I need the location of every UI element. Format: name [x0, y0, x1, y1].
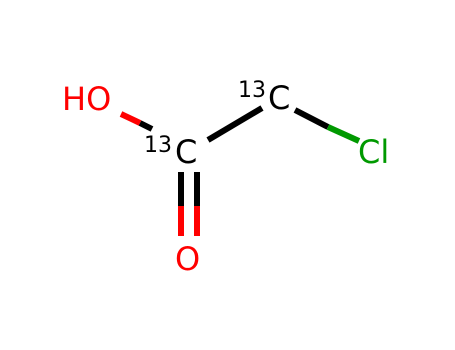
bond-carboxyl-alpha: [206, 105, 264, 143]
bonds: [119, 105, 361, 236]
bond-hydroxyl-carboxyl: [119, 111, 154, 132]
atom-hydroxyl: HO: [62, 80, 111, 118]
atom-carboxyl-carbon: C: [175, 133, 197, 171]
isotope-label-alpha: 13: [238, 78, 266, 103]
atom-alpha-carbon: C: [268, 79, 290, 117]
atom-labels: HO 13 C 13 C Cl O: [62, 78, 389, 278]
isotope-label-carboxyl: 13: [144, 133, 172, 158]
bond-alpha-chlorine: [293, 107, 361, 144]
atom-carbonyl-oxygen: O: [175, 240, 200, 278]
atom-chlorine: Cl: [358, 133, 389, 171]
bond-carbonyl-double: [178, 172, 200, 236]
